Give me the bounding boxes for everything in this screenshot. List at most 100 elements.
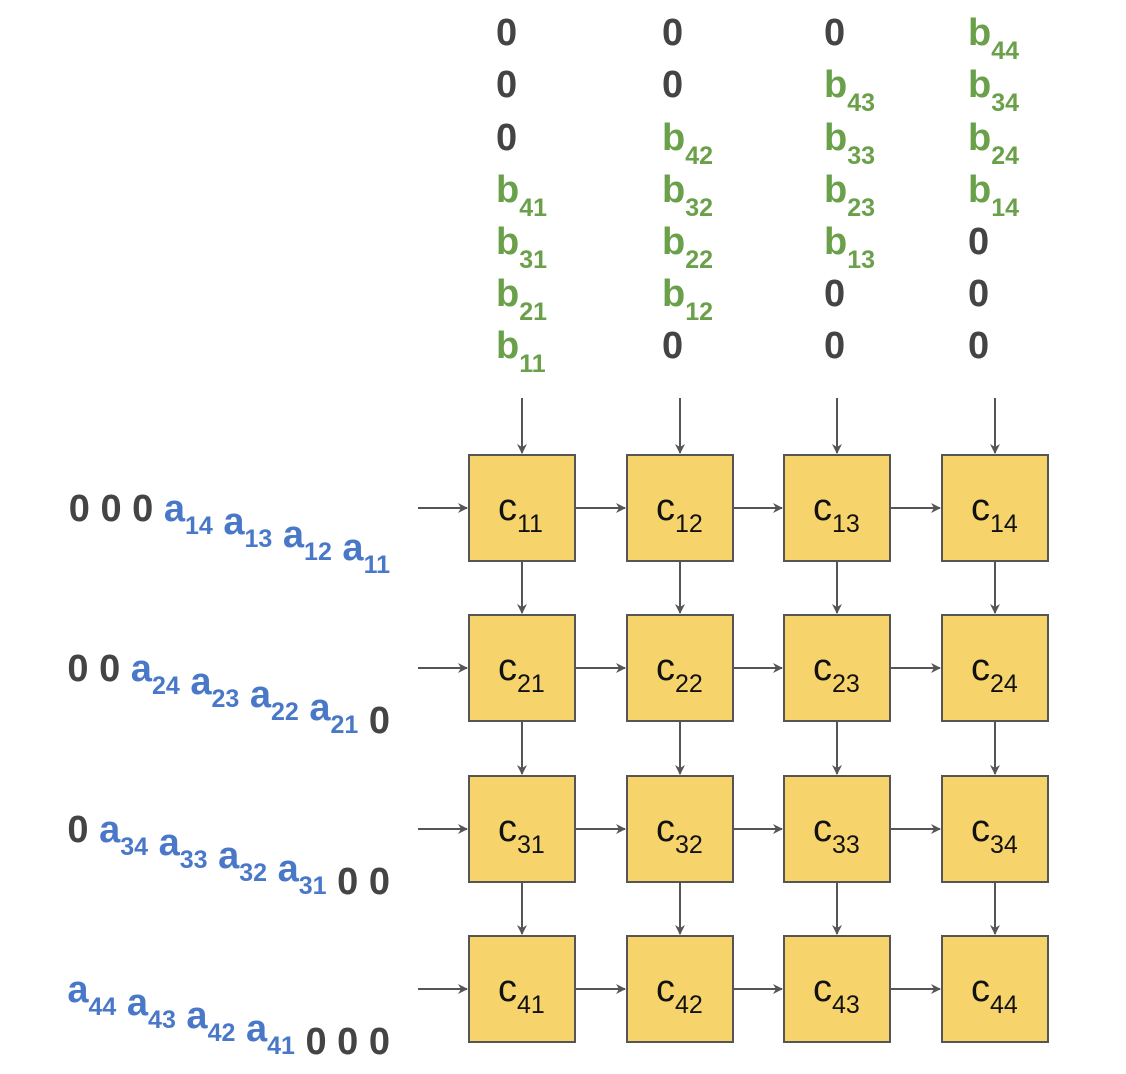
pe-cell-label: c33	[813, 808, 860, 859]
a-token-r4-6: 0	[337, 1021, 358, 1063]
b-token-c1-r4: b41	[496, 169, 547, 222]
a-token-r4-2: a	[127, 982, 149, 1024]
a-token-r3-2: a	[99, 809, 121, 851]
a-token-r3-5: a	[278, 848, 300, 890]
pe-cell-box	[468, 614, 576, 722]
pe-cell-box	[626, 454, 734, 562]
a-token-r3-4: a	[218, 835, 240, 877]
b-token-c2-r2: 0	[662, 64, 683, 106]
b-input-columns: 000b41b31b21b1100b42b32b22b1200b43b33b23…	[496, 12, 1019, 378]
a-row-3-text: 0 a34 a33 a32 a31 0 0	[67, 809, 390, 903]
a-token-r3-3: a	[159, 822, 181, 864]
pe-cell-label: c43	[813, 968, 860, 1019]
pe-cell-label: c24	[971, 647, 1018, 698]
b-token-c4-r7: 0	[968, 325, 989, 367]
b-token-c1-r7: b11	[496, 325, 546, 378]
a-row-2-text: 0 0 a24 a23 a22 a21 0	[67, 648, 390, 742]
pe-cell-c33: c33	[783, 775, 891, 883]
a-token-r2-3: a	[131, 648, 153, 690]
pe-cell-box	[626, 614, 734, 722]
b-token-c1-r2: 0	[496, 64, 517, 106]
a-token-r2-4: a	[190, 661, 212, 703]
b-token-c4-r6: 0	[968, 273, 989, 315]
pe-cell-box	[783, 454, 891, 562]
a-input-row-1: 0 0 0 a14 a13 a12 a11	[69, 488, 390, 579]
pe-cell-box	[783, 935, 891, 1043]
pe-cell-c34: c34	[941, 775, 1049, 883]
pe-cell-box	[941, 775, 1049, 883]
a-token-r1-1: 0	[69, 488, 90, 530]
pe-cell-label: c23	[813, 647, 860, 698]
pe-cell-label: c44	[971, 968, 1018, 1019]
b-token-c1-r6: b21	[496, 273, 547, 326]
pe-cell-c44: c44	[941, 935, 1049, 1043]
a-token-r1-6: a	[283, 514, 305, 556]
a-token-r1-7: a	[342, 527, 364, 569]
b-token-c2-r3: b42	[662, 117, 713, 170]
a-token-r4-4: a	[246, 1008, 268, 1050]
a-token-r1-4: a	[164, 488, 186, 530]
a-token-r2-2: 0	[99, 648, 120, 690]
b-token-c4-r1: b44	[968, 12, 1019, 65]
a-token-r2-7: 0	[369, 700, 390, 742]
pe-cell-label: c11	[498, 487, 543, 538]
pe-cell-box	[783, 614, 891, 722]
pe-cell-c31: c31	[468, 775, 576, 883]
b-token-c2-r1: 0	[662, 12, 683, 54]
pe-cell-c43: c43	[783, 935, 891, 1043]
pe-cell-label: c32	[656, 808, 703, 859]
a-token-r4-1: a	[67, 969, 89, 1011]
pe-cell-box	[468, 775, 576, 883]
a-token-r2-5: a	[250, 674, 272, 716]
pe-cell-c12: c12	[626, 454, 734, 562]
pe-cell-label: c21	[498, 647, 545, 698]
b-token-c4-r4: b14	[968, 169, 1019, 222]
pe-cell-c14: c14	[941, 454, 1049, 562]
pe-cell-c32: c32	[626, 775, 734, 883]
b-token-c2-r6: b12	[662, 273, 713, 326]
b-token-c4-r2: b34	[968, 64, 1019, 117]
pe-cell-label: c12	[656, 487, 703, 538]
pe-cell-box	[941, 935, 1049, 1043]
a-input-row-2: 0 0 a24 a23 a22 a21 0	[67, 648, 390, 742]
a-token-r2-1: 0	[67, 648, 88, 690]
pe-cell-label: c13	[813, 487, 860, 538]
pe-cell-label: c31	[498, 808, 545, 859]
b-token-c2-r5: b22	[662, 221, 713, 274]
b-token-c3-r1: 0	[824, 12, 845, 54]
a-token-r1-5: a	[223, 501, 245, 543]
pe-cell-box	[941, 614, 1049, 722]
b-token-c1-r3: 0	[496, 117, 517, 159]
a-token-r1-3: 0	[132, 488, 153, 530]
pe-cell-label: c14	[971, 487, 1018, 538]
a-row-1-text: 0 0 0 a14 a13 a12 a11	[69, 488, 390, 579]
a-input-row-4: a44 a43 a42 a41 0 0 0	[67, 969, 390, 1063]
a-token-r2-6: a	[309, 687, 331, 729]
pe-cell-box	[626, 775, 734, 883]
pe-cell-label: c42	[656, 968, 703, 1019]
a-row-4-text: a44 a43 a42 a41 0 0 0	[67, 969, 390, 1063]
a-input-rows: 0 0 0 a14 a13 a12 a11 0 0 a24 a23 a22 a21…	[67, 488, 390, 1063]
pe-cell-c23: c23	[783, 614, 891, 722]
a-token-r4-3: a	[186, 995, 208, 1037]
a-token-r3-6: 0	[337, 861, 358, 903]
a-token-r4-5: 0	[305, 1021, 326, 1063]
b-token-c4-r5: 0	[968, 221, 989, 263]
pe-cell-c42: c42	[626, 935, 734, 1043]
pe-cell-box	[468, 454, 576, 562]
pe-cell-box	[783, 775, 891, 883]
b-token-c2-r4: b32	[662, 169, 713, 222]
a-token-r3-1: 0	[67, 809, 88, 851]
a-token-r1-2: 0	[100, 488, 121, 530]
a-token-r4-7: 0	[369, 1021, 390, 1063]
b-token-c1-r5: b31	[496, 221, 547, 274]
b-token-c3-r5: b13	[824, 221, 875, 274]
b-token-c3-r7: 0	[824, 325, 845, 367]
b-token-c2-r7: 0	[662, 325, 683, 367]
pe-cell-c24: c24	[941, 614, 1049, 722]
b-token-c3-r4: b23	[824, 169, 875, 222]
pe-cell-label: c22	[656, 647, 703, 698]
pe-cell-box	[468, 935, 576, 1043]
